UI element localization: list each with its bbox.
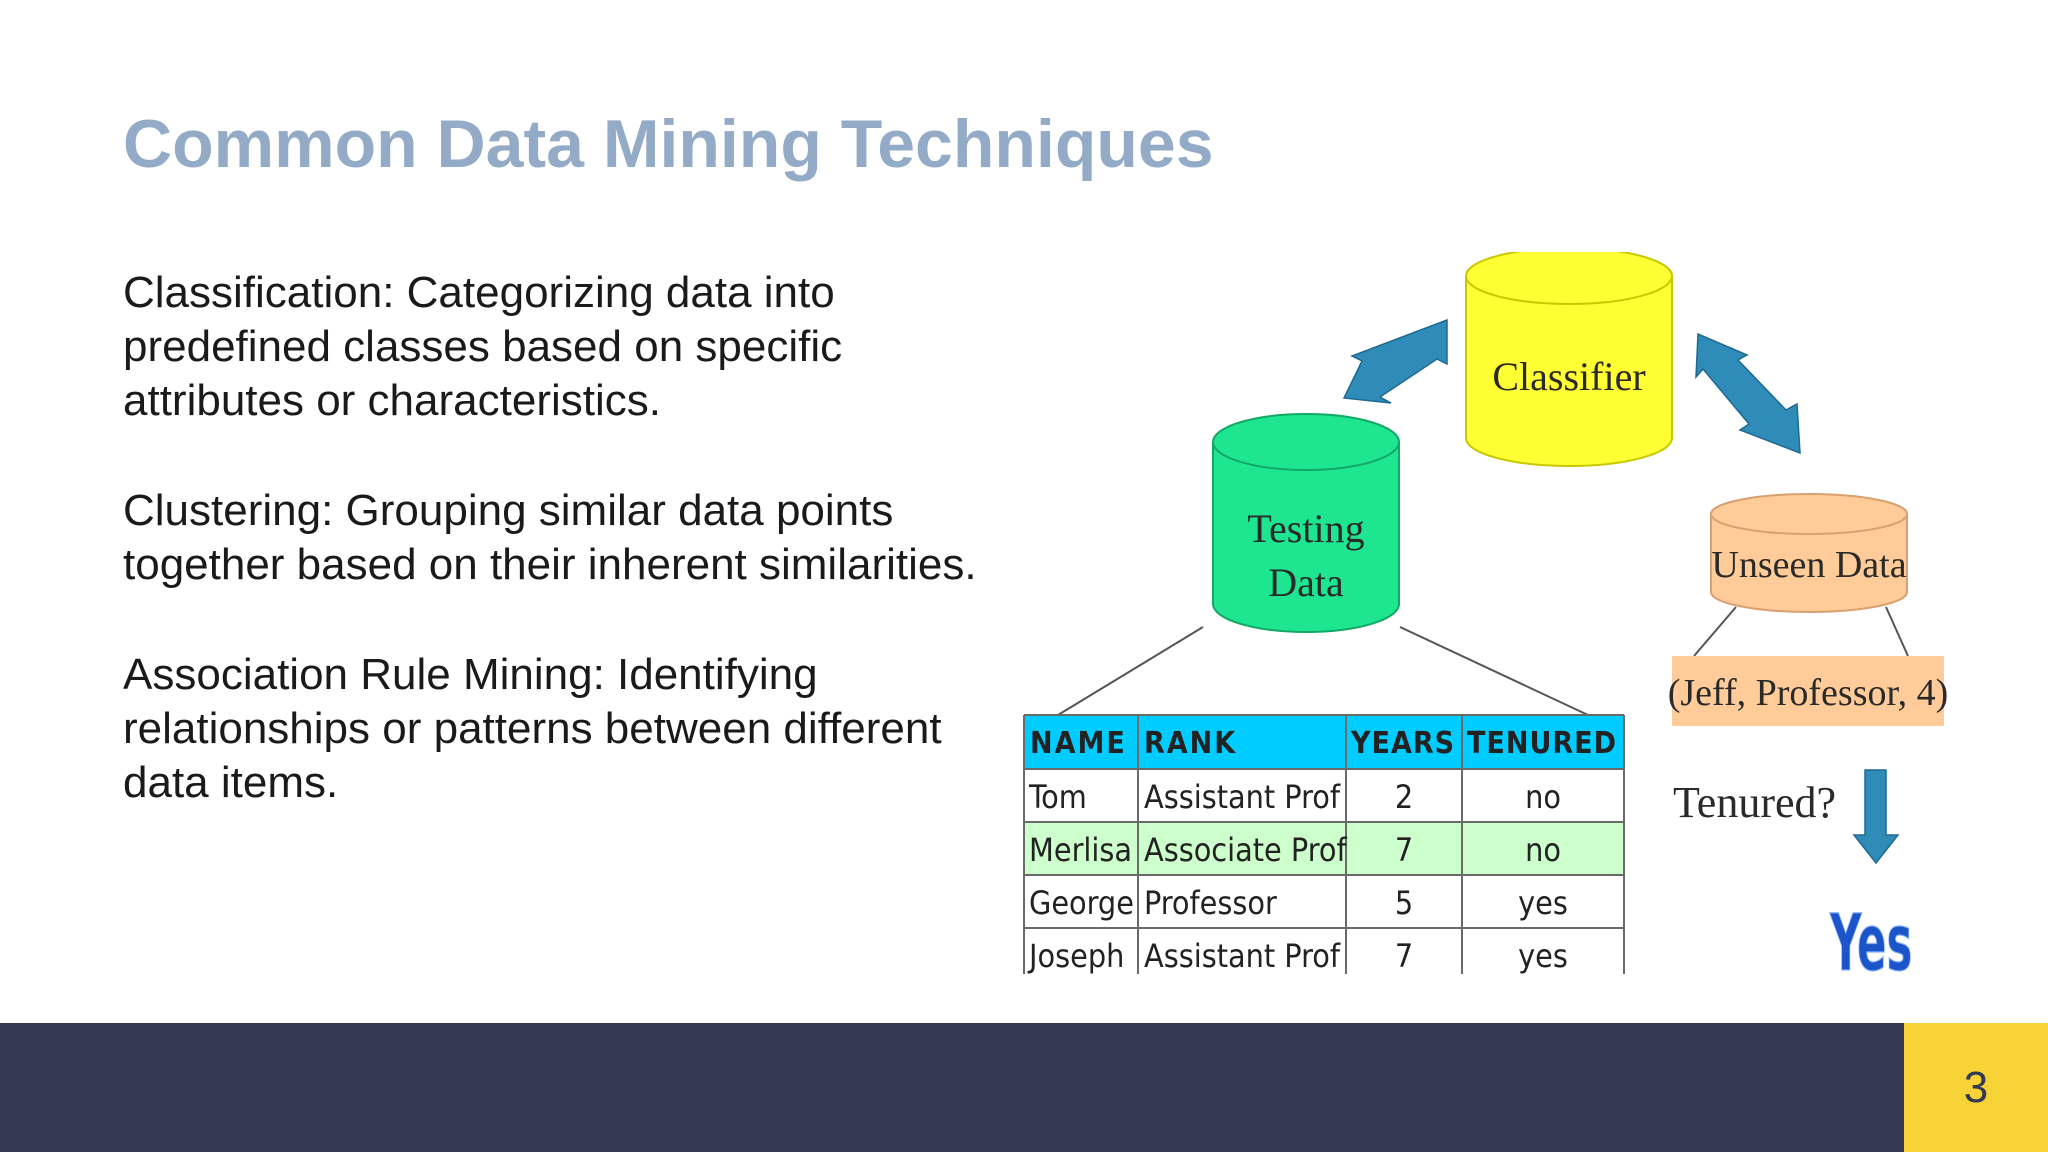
bullet-list: Classification: Categorizing data into p… (123, 266, 1003, 866)
tenured-question: Tenured? (1673, 778, 1836, 827)
table-header-years: YEARS (1350, 726, 1455, 761)
table-cell: 5 (1395, 884, 1413, 922)
bullet-clustering: Clustering: Grouping similar data points… (123, 486, 977, 589)
classifier-cylinder: Classifier (1465, 252, 1673, 467)
table-cell: yes (1518, 937, 1568, 974)
connector-line-right (1399, 626, 1589, 716)
footer-bar (0, 1023, 1904, 1152)
connector-line-unseen-right (1885, 606, 1909, 657)
table-cell: 7 (1395, 937, 1413, 974)
table-cell: 2 (1395, 778, 1413, 816)
table-cell: Tom (1028, 778, 1087, 816)
table-cell: Joseph (1027, 937, 1124, 974)
table-header-rank: RANK (1144, 726, 1237, 761)
unseen-tuple-box: (Jeff, Professor, 4) (1668, 656, 1949, 726)
slide-title: Common Data Mining Techniques (123, 106, 1214, 182)
table-cell: George (1029, 884, 1134, 922)
connector-line-unseen-left (1693, 606, 1737, 657)
unseen-tuple-label: (Jeff, Professor, 4) (1668, 672, 1949, 714)
connector-line-left (1057, 626, 1204, 716)
testing-data-cylinder: Testing Data (1212, 413, 1400, 633)
answer-yes: Yes (1829, 899, 1912, 974)
bullet-association-rule-mining: Association Rule Mining: Identifying rel… (123, 650, 942, 807)
table-cell: Assistant Prof (1144, 778, 1341, 816)
table-cell: Merlisa (1029, 831, 1132, 869)
testing-data-label-line2: Data (1268, 560, 1344, 605)
table-cell: Associate Prof (1144, 831, 1347, 869)
unseen-data-cylinder: Unseen Data (1710, 493, 1908, 613)
classification-diagram: Classifier Testing Data Unseen Data (Jef… (1023, 252, 1949, 974)
double-arrow-left-icon (1342, 318, 1448, 404)
table-cell: Assistant Prof (1144, 937, 1341, 974)
down-arrow-icon (1852, 769, 1900, 865)
table-cell: Professor (1144, 884, 1277, 922)
table-cell: yes (1518, 884, 1568, 922)
table-header-name: NAME (1030, 726, 1127, 761)
double-arrow-right-icon (1695, 332, 1801, 455)
classifier-label: Classifier (1492, 354, 1645, 399)
bullet-classification: Classification: Categorizing data into p… (123, 268, 843, 425)
unseen-data-label: Unseen Data (1711, 544, 1906, 586)
table-header-tenured: TENURED (1467, 726, 1617, 761)
training-table: NAME RANK YEARS TENURED Tom Assistant Pr… (1023, 714, 1625, 974)
page-number: 3 (1963, 1062, 1989, 1112)
table-cell: no (1525, 778, 1561, 816)
page-number-box: 3 (1904, 1023, 2048, 1152)
table-cell: no (1525, 831, 1561, 869)
table-cell: 7 (1395, 831, 1413, 869)
testing-data-label-line1: Testing (1247, 506, 1364, 551)
